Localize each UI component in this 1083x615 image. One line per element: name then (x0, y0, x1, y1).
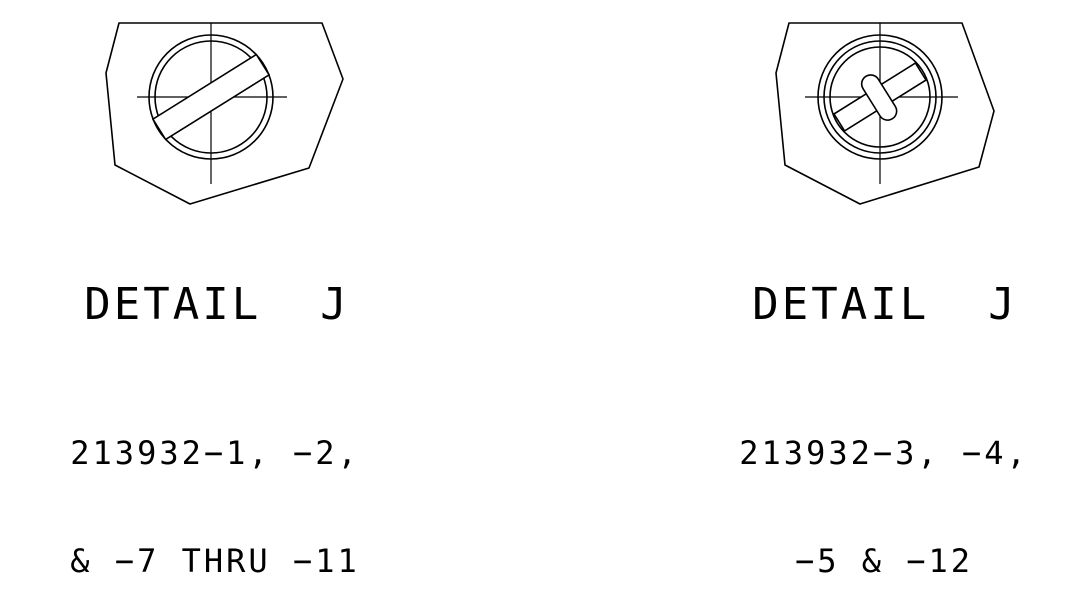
part-numbers-left: 213932−1, −2, & −7 THRU −11 (30, 363, 400, 615)
detail-title-right: DETAIL J (752, 279, 1018, 330)
screw-head-outer-right (817, 34, 943, 160)
part-numbers-left-line1: 213932−1, −2, (70, 434, 360, 472)
detail-j-left-figure (105, 22, 344, 205)
cross-recess-right (860, 74, 898, 121)
part-numbers-right: 213932−3, −4, −5 & −12 (698, 363, 1070, 615)
screw-head-middle-right (823, 40, 937, 154)
bracket-outline-left (105, 22, 344, 205)
screw-head-outer-left (148, 34, 274, 160)
detail-j-right-figure (775, 22, 995, 205)
detail-title-left: DETAIL J (84, 279, 350, 330)
screw-head-inner-left (154, 40, 268, 154)
part-numbers-right-line1: 213932−3, −4, (739, 434, 1029, 472)
screw-head-inner-right (829, 46, 931, 148)
bracket-outline-right (775, 22, 995, 205)
part-numbers-right-line2: −5 & −12 (794, 542, 974, 580)
drawing (105, 22, 995, 205)
part-numbers-left-line2: & −7 THRU −11 (70, 542, 360, 580)
screw-slot-left (152, 53, 270, 141)
